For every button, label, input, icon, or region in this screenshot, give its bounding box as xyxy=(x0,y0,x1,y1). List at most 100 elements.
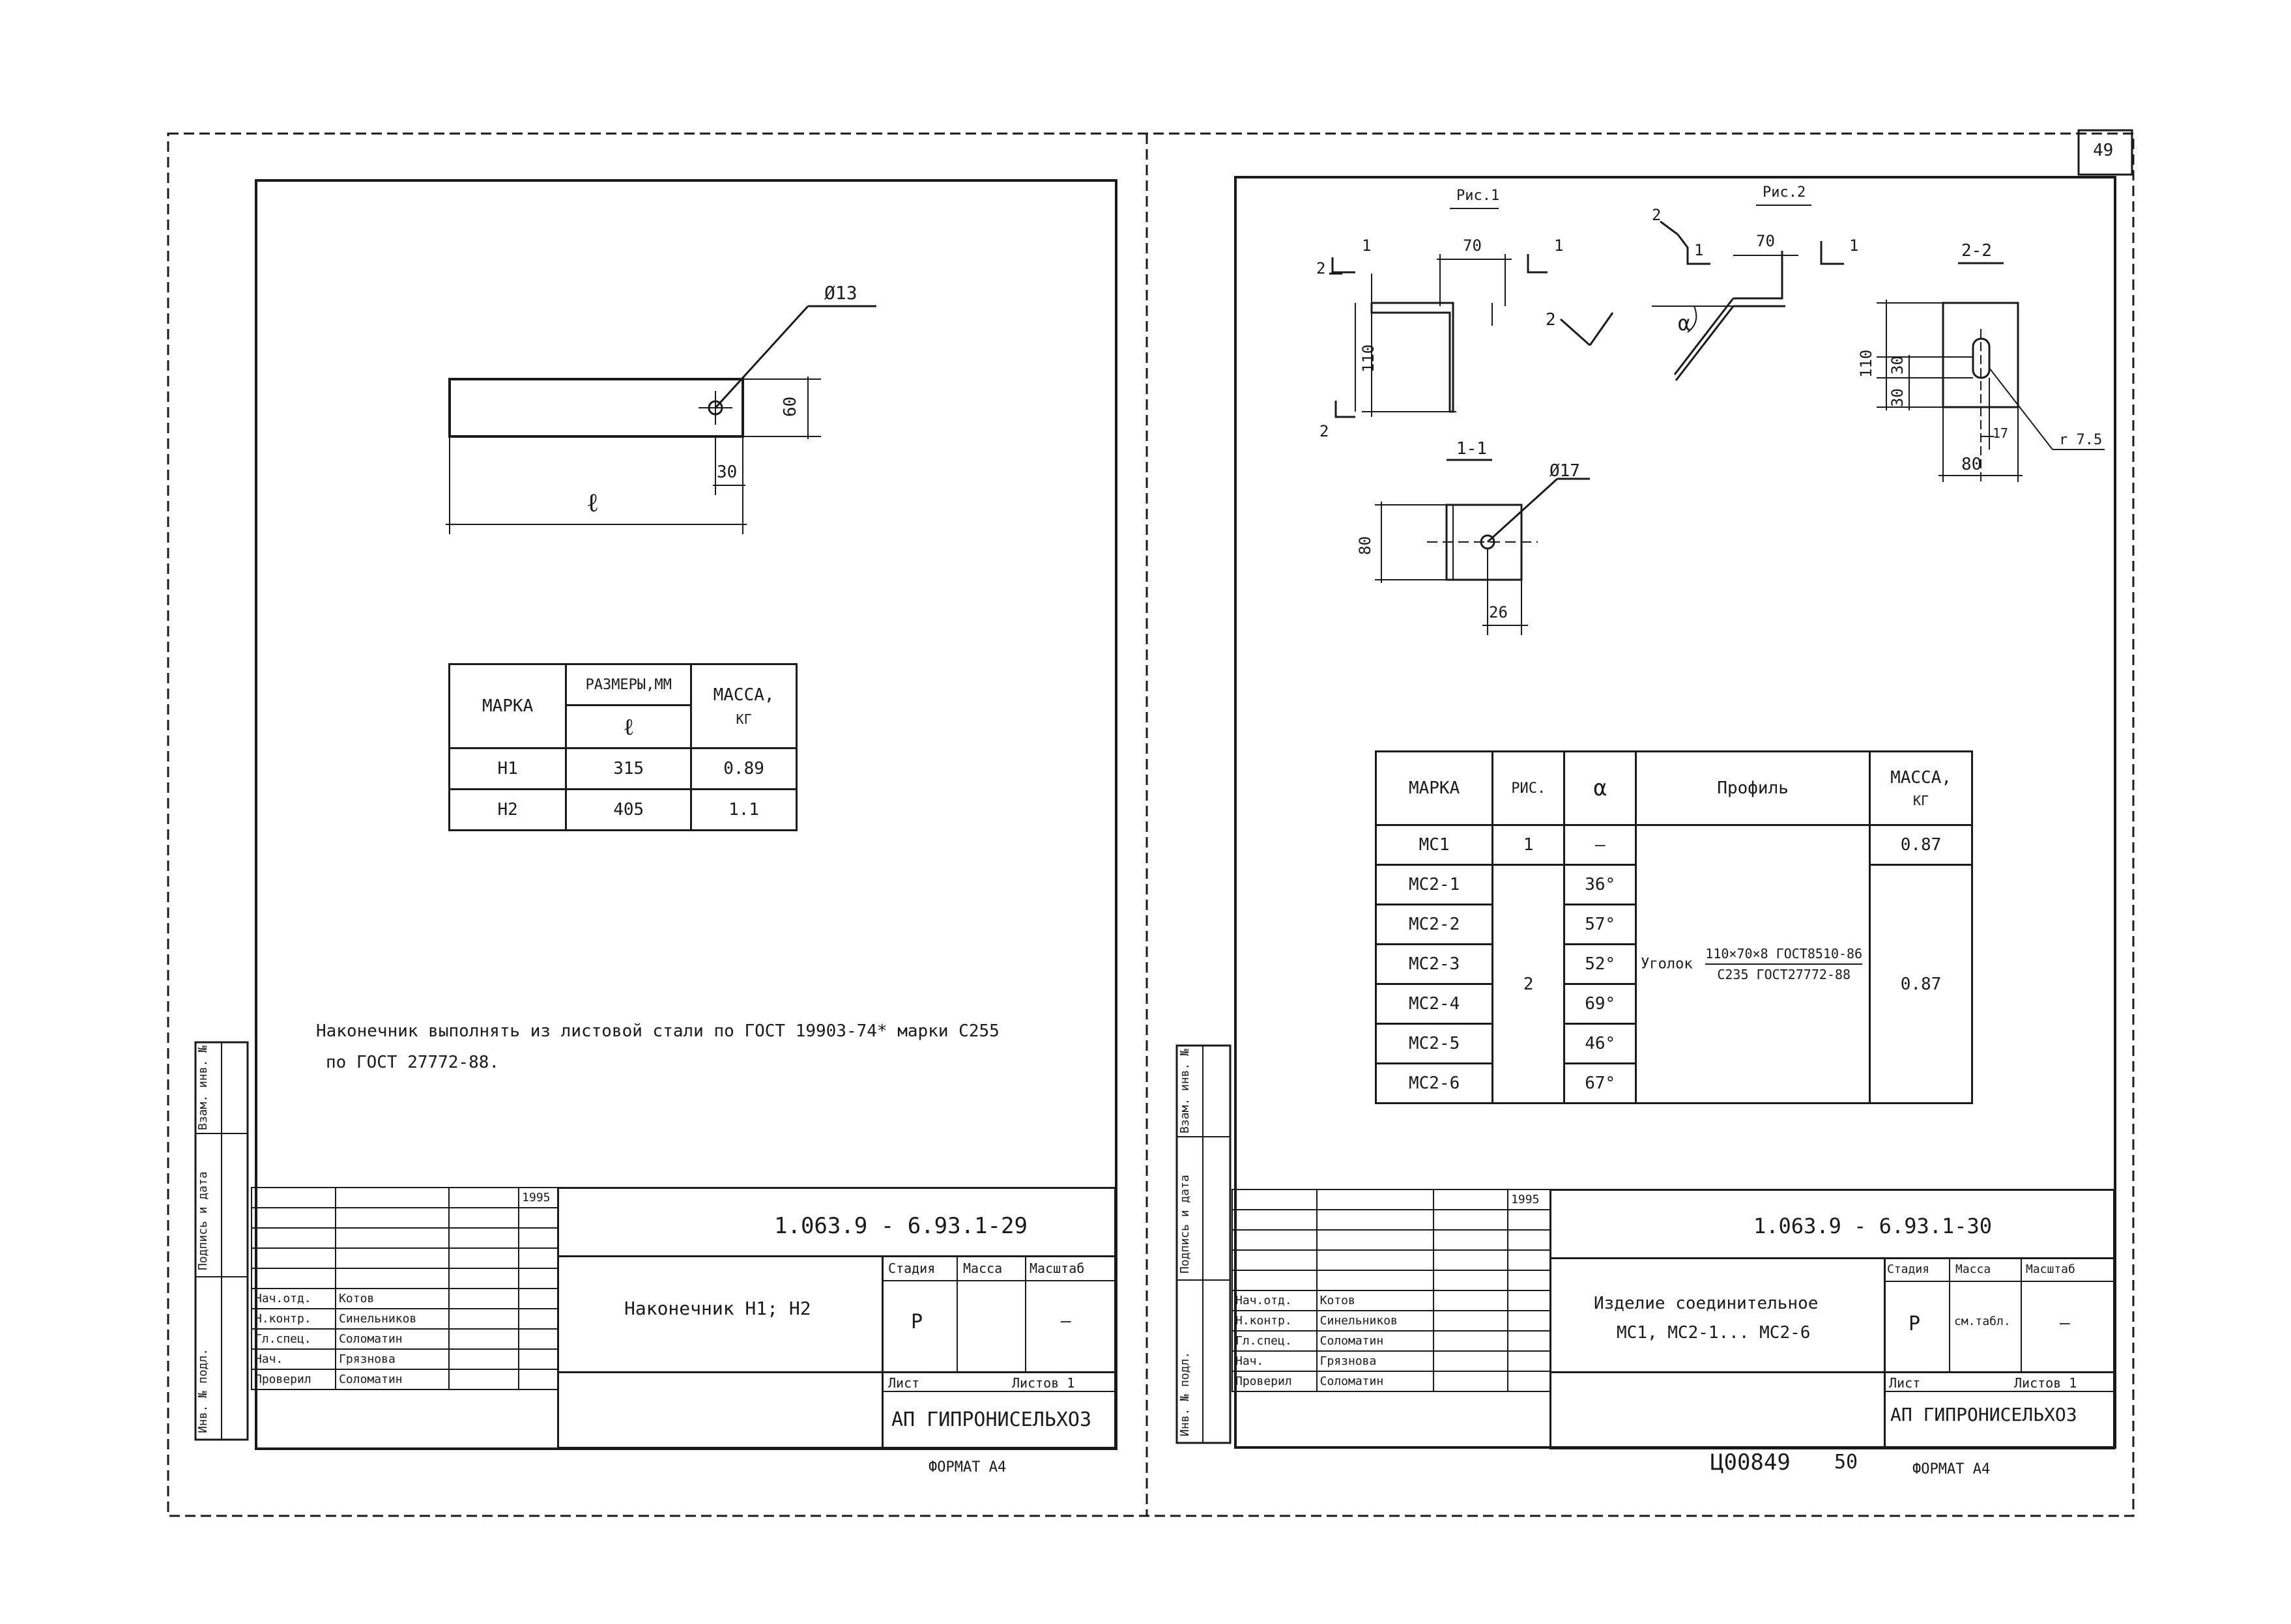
th-mass-unit: КГ xyxy=(1912,793,1929,808)
offset-dimension: 30 xyxy=(717,463,738,482)
role-cell: Нач.отд. xyxy=(250,1288,337,1309)
organization: АП ГИПРОНИСЕЛЬХОЗ xyxy=(1890,1404,2077,1425)
role-cell: Нач.отд. xyxy=(1232,1290,1318,1311)
role-cell: Гл.спец. xyxy=(1232,1330,1318,1352)
th-l: ℓ xyxy=(565,704,693,749)
col-mass: Масса xyxy=(963,1261,1003,1276)
col-scale: Масштаб xyxy=(2026,1262,2075,1276)
name-cell: Соломатин xyxy=(335,1369,450,1390)
cell-alpha: 57° xyxy=(1563,904,1637,945)
left-spec-table: МАРКА РАЗМЕРЫ,ММ МАССА, КГ ℓ Н1 315 0.89… xyxy=(448,662,798,831)
drawing-name-line2: МС1, МС2-1... МС2-6 xyxy=(1617,1323,1811,1343)
sheet-label: Лист xyxy=(888,1375,920,1391)
stamp-signature-date: Подпись и дата xyxy=(196,1171,210,1270)
scale-value: — xyxy=(2060,1313,2070,1333)
stamp-inv-no: Инв. № подл. xyxy=(196,1348,210,1433)
drawing-name-line1: Изделие соединительное xyxy=(1594,1294,1819,1313)
stamp-replace-inv: Взам. инв. № xyxy=(1178,1048,1192,1133)
table-row: МС2-5 46° xyxy=(1374,1023,1972,1064)
right-spec-table: МАРКА РИС. α Профиль МАССА, КГ МС1 1 — У… xyxy=(1374,750,1973,1104)
name-cell: Грязнова xyxy=(335,1348,450,1370)
stamp-signature-date: Подпись и дата xyxy=(1178,1175,1192,1274)
year-cell: 1995 xyxy=(518,1187,558,1208)
cell-l: 315 xyxy=(565,747,693,790)
left-title-block-main: 1.063.9 - 6.93.1-29 Наконечник Н1; Н2 Ст… xyxy=(557,1187,1116,1449)
cell-mark: МС2-3 xyxy=(1374,943,1494,985)
sheets-label: Листов 1 xyxy=(2014,1375,2077,1391)
dim-radius: r 7.5 xyxy=(2059,432,2103,448)
material-note-line2: по ГОСТ 27772-88. xyxy=(326,1053,500,1072)
stamp-replace-inv: Взам. инв. № xyxy=(196,1045,210,1130)
hole-dimension: Ø13 xyxy=(824,282,857,304)
name-cell: Соломатин xyxy=(1316,1371,1435,1392)
cut-mark-2b: 2 xyxy=(1319,422,1329,440)
material-note-line1: Наконечник выполнять из листовой стали п… xyxy=(316,1021,1000,1041)
role-cell: Н.контр. xyxy=(250,1308,337,1330)
th-profile: Профиль xyxy=(1635,750,1871,826)
sheets-label: Листов 1 xyxy=(1012,1375,1075,1391)
cell-mark: МС2-5 xyxy=(1374,1023,1494,1064)
name-cell: Синельников xyxy=(335,1308,450,1330)
col-stage: Стадия xyxy=(888,1261,936,1276)
dim-30b: 30 xyxy=(1888,388,1907,407)
dim-110a: 110 xyxy=(1359,344,1377,373)
cut-mark-1c: 1 xyxy=(1694,241,1704,259)
section22-label: 2-2 xyxy=(1961,241,1992,261)
profile-top: 110×70×8 ГОСТ8510-86 xyxy=(1705,946,1863,965)
col-mass: Масса xyxy=(1955,1262,1991,1276)
length-dimension: ℓ xyxy=(586,488,599,518)
cell-mark: МС2-6 xyxy=(1374,1062,1494,1104)
sheet-number: 49 xyxy=(2093,141,2114,160)
table-row: МС2-1 2 36° 0.87 xyxy=(1374,864,1973,1104)
drawing-code: 1.063.9 - 6.93.1-29 xyxy=(774,1213,1028,1239)
th-alpha: α xyxy=(1563,750,1637,826)
cell-alpha: 52° xyxy=(1563,943,1637,985)
cut-mark-2d: 2 xyxy=(1652,206,1662,224)
drawing-name: Наконечник Н1; Н2 xyxy=(624,1298,811,1319)
cell-profile: Уголок 110×70×8 ГОСТ8510-86 С235 ГОСТ277… xyxy=(1635,824,1871,1104)
table-row: МС2-3 52° xyxy=(1374,943,1972,985)
th-mass-label: МАССА, xyxy=(1890,768,1952,788)
th-mass-label: МАССА, xyxy=(713,685,775,705)
cell-mass: 0.87 xyxy=(1869,864,1973,1104)
scale-value: — xyxy=(1061,1311,1071,1331)
cell-mass: 0.87 xyxy=(1869,824,1973,866)
year-cell: 1995 xyxy=(1507,1189,1551,1210)
cell-mass: 1.1 xyxy=(690,788,798,831)
role-cell: Нач. xyxy=(250,1348,337,1370)
dim-70a: 70 xyxy=(1463,236,1482,255)
cell-alpha: 67° xyxy=(1563,1062,1637,1104)
format-label: ФОРМАТ А4 xyxy=(929,1459,1007,1475)
left-title-block-people: 1995 Нач.отд.Котов Н.контр.Синельников Г… xyxy=(250,1187,558,1390)
archive-number: 50 xyxy=(1834,1451,1858,1474)
name-cell: Котов xyxy=(1316,1290,1435,1311)
name-cell: Котов xyxy=(335,1288,450,1309)
cell-fig: 2 xyxy=(1491,864,1566,1104)
dim-110b: 110 xyxy=(1857,349,1875,378)
stamp-inv-no: Инв. № подл. xyxy=(1178,1351,1192,1436)
name-cell: Соломатин xyxy=(335,1328,450,1350)
cell-mark: МС2-4 xyxy=(1374,983,1494,1025)
cell-mark: МС2-2 xyxy=(1374,904,1494,945)
th-mass-unit: КГ xyxy=(736,711,752,727)
cell-alpha: 69° xyxy=(1563,983,1637,1025)
cell-mark: Н1 xyxy=(448,747,568,790)
th-mark: МАРКА xyxy=(1374,750,1494,826)
table-row: МС2-6 67° xyxy=(1374,1062,1972,1104)
role-cell: Проверил xyxy=(1232,1371,1318,1392)
table-row: Н2 405 1.1 xyxy=(448,788,798,831)
table-row: МС2-2 57° xyxy=(1374,904,1972,945)
profile-bottom: С235 ГОСТ27772-88 xyxy=(1717,967,1851,982)
name-cell: Грязнова xyxy=(1316,1350,1435,1372)
col-scale: Масштаб xyxy=(1030,1261,1085,1276)
right-title-block-main: 1.063.9 - 6.93.1-30 Изделие соединительн… xyxy=(1549,1189,2115,1449)
table-row: Н1 315 0.89 xyxy=(448,747,798,790)
th-sizes: РАЗМЕРЫ,ММ xyxy=(565,662,693,707)
th-mass: МАССА, КГ xyxy=(690,663,798,749)
cell-alpha: 36° xyxy=(1563,864,1637,905)
height-dimension: 60 xyxy=(781,396,800,417)
alpha-mark: α xyxy=(1678,311,1691,335)
dim-17: 17 xyxy=(1993,425,2009,441)
format-label: ФОРМАТ А4 xyxy=(1912,1461,1991,1477)
